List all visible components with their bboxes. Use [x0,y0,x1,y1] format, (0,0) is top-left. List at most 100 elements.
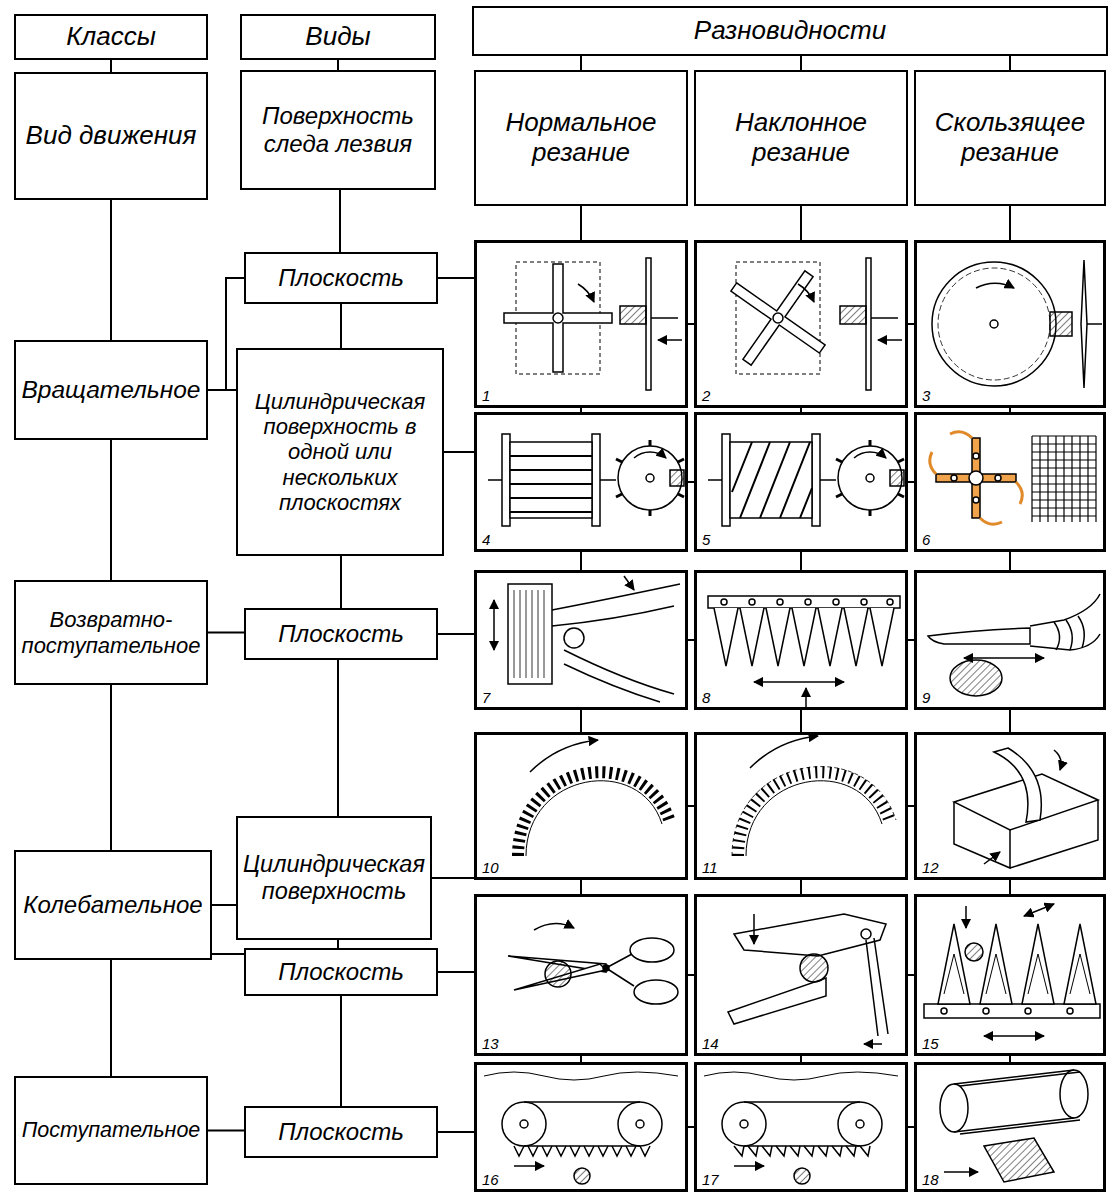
picture-frame: 8 [694,570,908,710]
disc-knife-sketch [932,260,1102,388]
rotary-knife-sketch [504,258,682,390]
illustration-part [1050,312,1072,336]
box-label: Разновидности [478,16,1102,46]
connector-line [580,880,582,894]
callout-number: 3 [922,388,930,403]
picture-frame: 7 [474,570,688,710]
illustration-part [954,800,1098,868]
illustration-part [514,590,544,678]
connector-line [110,960,112,1076]
illustration-part [951,475,957,481]
illustration-part [510,456,592,512]
callout-number: 16 [482,1172,499,1187]
illustration-part [504,264,612,372]
picture-frame: 15 [914,894,1106,1056]
picture-frame: 13 [474,894,688,1056]
guillotine-sketch [954,748,1098,868]
connector-line [438,1131,474,1133]
illustration-part [938,268,1050,380]
connector-line [438,971,474,973]
illustration-part [502,434,510,526]
connector-line [337,660,339,816]
illustration-part [630,938,674,962]
callout-number: 9 [922,690,930,705]
illustration-part [887,599,893,605]
scissors-sketch [508,923,678,1004]
illustration-part [930,432,1023,525]
connector-line [110,200,112,340]
category-box: Классы [14,14,208,60]
category-box: Возвратно- поступательное [14,580,208,685]
illustration-part [928,628,1030,644]
illustration-part [618,1102,662,1146]
connector-line [800,206,802,240]
category-box: Плоскость [244,252,438,304]
illustration-part [708,596,900,608]
category-box: Колебательное [14,850,212,960]
illustration-part [734,914,886,956]
callout-number: 15 [922,1036,939,1051]
callout-number: 12 [922,860,939,875]
belt-knife-sketch [704,1072,898,1184]
illustration-part [658,339,682,341]
connector-line [1009,710,1011,732]
connector-line [800,552,802,570]
category-box: Наклонное резание [694,70,908,206]
illustration-part [805,688,807,708]
connector-line [800,710,802,732]
illustration-part [508,584,552,684]
illustration-part [730,442,812,518]
illustration-part [854,452,886,458]
illustration-part [965,906,967,928]
box-label: Виды [246,22,430,52]
illustration-part [493,600,495,650]
callout-number: 7 [482,690,490,705]
connector-line [208,389,236,391]
box-label: Нормальное резание [480,108,682,168]
connector-line [580,552,582,570]
illustration-part [484,1072,678,1080]
illustration-part [634,980,678,1004]
illustration-part [484,243,1102,1184]
illustration-part [624,576,634,590]
picture-frame: 3 [914,240,1106,408]
picture-frame: 9 [914,570,1106,710]
connector-line [1009,552,1011,570]
illustration-part [728,978,826,1024]
connector-line [438,277,474,279]
illustration-part [721,599,727,605]
illustration-part [753,914,755,944]
category-box: Разновидности [472,6,1108,56]
callout-number: 14 [702,1036,719,1051]
illustration-part [651,317,678,319]
illustration-part [754,681,844,683]
belt-knife-sketch [484,1072,678,1184]
illustration-part [502,1102,546,1146]
illustration-part [1024,904,1054,916]
illustration-part [973,497,979,503]
illustration-part [526,781,662,856]
connector-line [337,940,339,948]
illustration-part [732,442,812,518]
connector-line [1009,56,1011,70]
illustration-part [746,781,882,856]
callout-number: 4 [482,532,490,547]
cross-knife-sketch [930,432,1096,525]
box-label: Возвратно- поступательное [20,607,202,658]
illustration-part [984,1138,1054,1182]
illustration-part [1067,1008,1073,1014]
category-box: Цилиндрическая поверхность в одной или н… [236,348,444,556]
connector-line [580,56,582,70]
illustration-part [488,479,616,481]
category-box: Плоскость [244,1106,438,1158]
illustration-part [812,434,820,526]
illustration-part [777,599,783,605]
picture-frame: 1 [474,240,688,408]
illustration-part [514,1165,544,1167]
illustration-part [524,1102,640,1146]
illustration-part [964,657,1044,659]
connector-line [438,633,474,635]
illustration-part [965,943,983,961]
connector-line [1009,880,1011,894]
